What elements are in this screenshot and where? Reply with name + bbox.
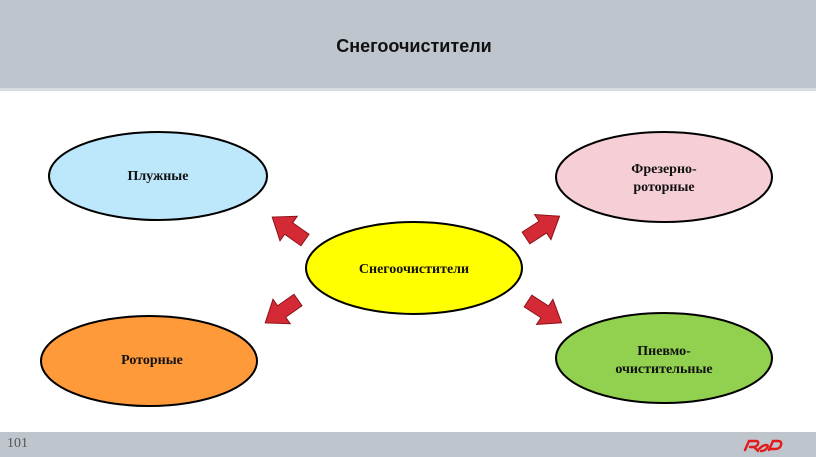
page-number: 101 <box>7 436 28 451</box>
node-center-shape <box>305 221 523 315</box>
node-rotary-label: Роторные <box>121 353 183 368</box>
node-milling-label: Фрезерно- роторные <box>574 160 754 198</box>
page-title: Снегоочистители <box>336 36 492 56</box>
node-pneumo-label-text: Пневмо- очистительные <box>615 344 713 377</box>
node-milling-shape <box>555 131 773 223</box>
node-center-label: Снегоочистители <box>358 262 470 277</box>
node-plow-label: Плужные <box>127 169 189 184</box>
arrow-to-pneumo <box>523 294 563 326</box>
arrow-to-plow <box>271 215 310 247</box>
node-milling-label-text: Фрезерно- роторные <box>631 162 697 195</box>
header-bar: Снегоочистители <box>0 0 816 91</box>
node-pneumo-label: Пневмо- очистительные <box>574 342 754 380</box>
node-plow-shape <box>48 131 268 221</box>
footer-bar: 101 <box>0 432 816 457</box>
node-pneumo-shape <box>555 312 773 404</box>
arrow-to-milling <box>521 213 561 245</box>
node-rotary-shape <box>40 315 258 407</box>
rzd-logo-icon <box>743 439 783 453</box>
arrow-to-rotary <box>264 293 303 325</box>
